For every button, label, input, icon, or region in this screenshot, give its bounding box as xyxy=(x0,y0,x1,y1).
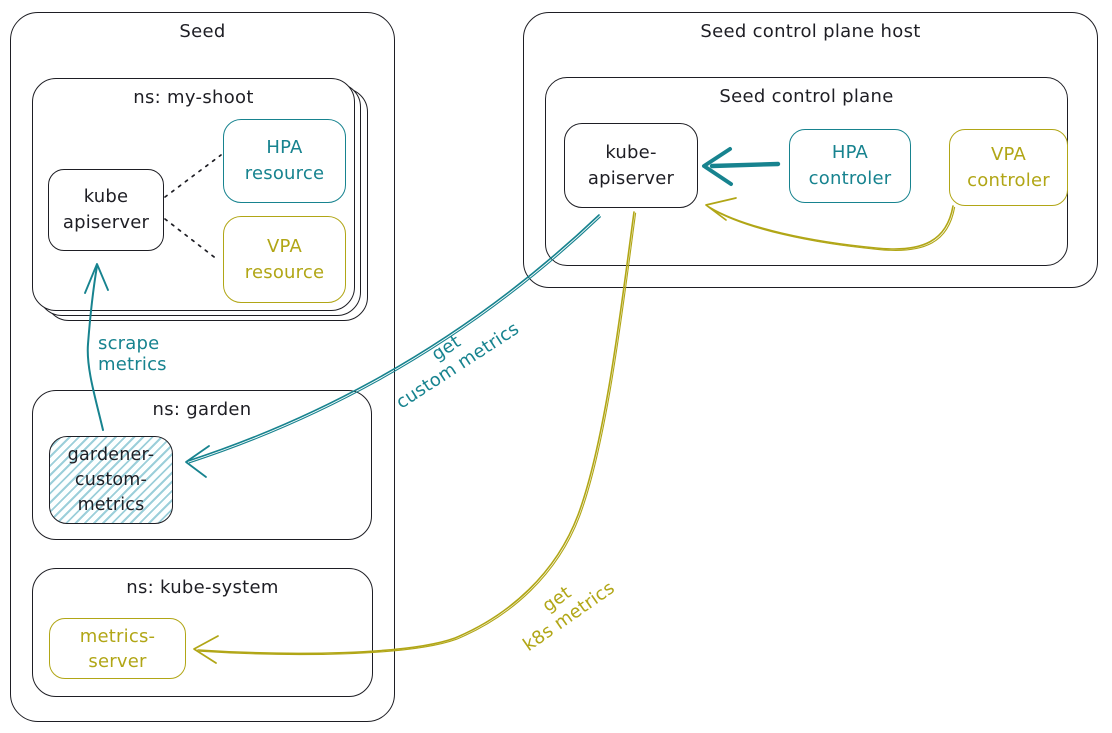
vpa-resource-box: VPA resource xyxy=(223,216,346,303)
shoot-kube-apiserver-label-line1: kube xyxy=(83,186,129,207)
hpa-controller-label-line2: controler xyxy=(808,168,892,189)
seed-title: Seed xyxy=(179,21,226,42)
vpa-controller-label-line1: VPA xyxy=(991,143,1026,165)
metrics-server-label-line2: server xyxy=(88,650,147,672)
vpa-resource-label-line2: resource xyxy=(244,261,325,283)
gardener-custom-metrics-label-line2: custom- xyxy=(74,469,148,490)
vpa-resource-label-line1: VPA xyxy=(267,235,302,257)
seed-control-plane-host-box: Seed control plane host xyxy=(523,12,1098,288)
shoot-kube-apiserver-box: kube apiserver xyxy=(48,169,164,251)
metrics-server-label-line1: metrics- xyxy=(79,625,156,647)
shoot-kube-apiserver-label-line2: apiserver xyxy=(62,212,150,233)
gardener-custom-metrics-label-line3: metrics xyxy=(77,494,145,515)
vpa-controller-box: VPA controler xyxy=(949,129,1068,206)
seed-control-plane-title: Seed control plane xyxy=(719,86,894,107)
my-shoot-namespace-box: ns: my-shoot kube apiserver HPA resource… xyxy=(32,78,355,311)
garden-title: ns: garden xyxy=(152,399,252,420)
get-k8s-metrics-label: get k8s metrics xyxy=(519,577,619,656)
seed-control-plane-box: Seed control plane kube- apiserver HPA c… xyxy=(545,77,1068,266)
metrics-server-box: metrics- server xyxy=(49,618,186,679)
hpa-controller-box: HPA controler xyxy=(789,129,911,203)
gardener-custom-metrics-label-line1: gardener- xyxy=(67,444,155,465)
hpa-controller-label-line1: HPA xyxy=(831,142,869,163)
garden-namespace-box: ns: garden gardener- custom- metrics xyxy=(32,390,372,540)
seed-control-plane-host-title: Seed control plane host xyxy=(700,21,921,42)
hpa-resource-label-line2: resource xyxy=(244,163,325,184)
hpa-resource-box: HPA resource xyxy=(223,119,346,203)
cp-kube-apiserver-box: kube- apiserver xyxy=(564,123,698,208)
cp-kube-apiserver-label-line1: kube- xyxy=(605,141,657,163)
cp-kube-apiserver-label-line2: apiserver xyxy=(587,167,675,189)
kube-system-namespace-box: ns: kube-system metrics- server xyxy=(32,568,373,697)
gardener-custom-metrics-box: gardener- custom- metrics xyxy=(49,436,173,524)
hpa-resource-label-line1: HPA xyxy=(266,137,303,158)
vpa-controller-label-line2: controler xyxy=(967,169,1050,191)
scrape-metrics-label: scrape metrics xyxy=(98,333,167,375)
my-shoot-title: ns: my-shoot xyxy=(133,87,254,108)
kube-system-title: ns: kube-system xyxy=(126,577,279,598)
